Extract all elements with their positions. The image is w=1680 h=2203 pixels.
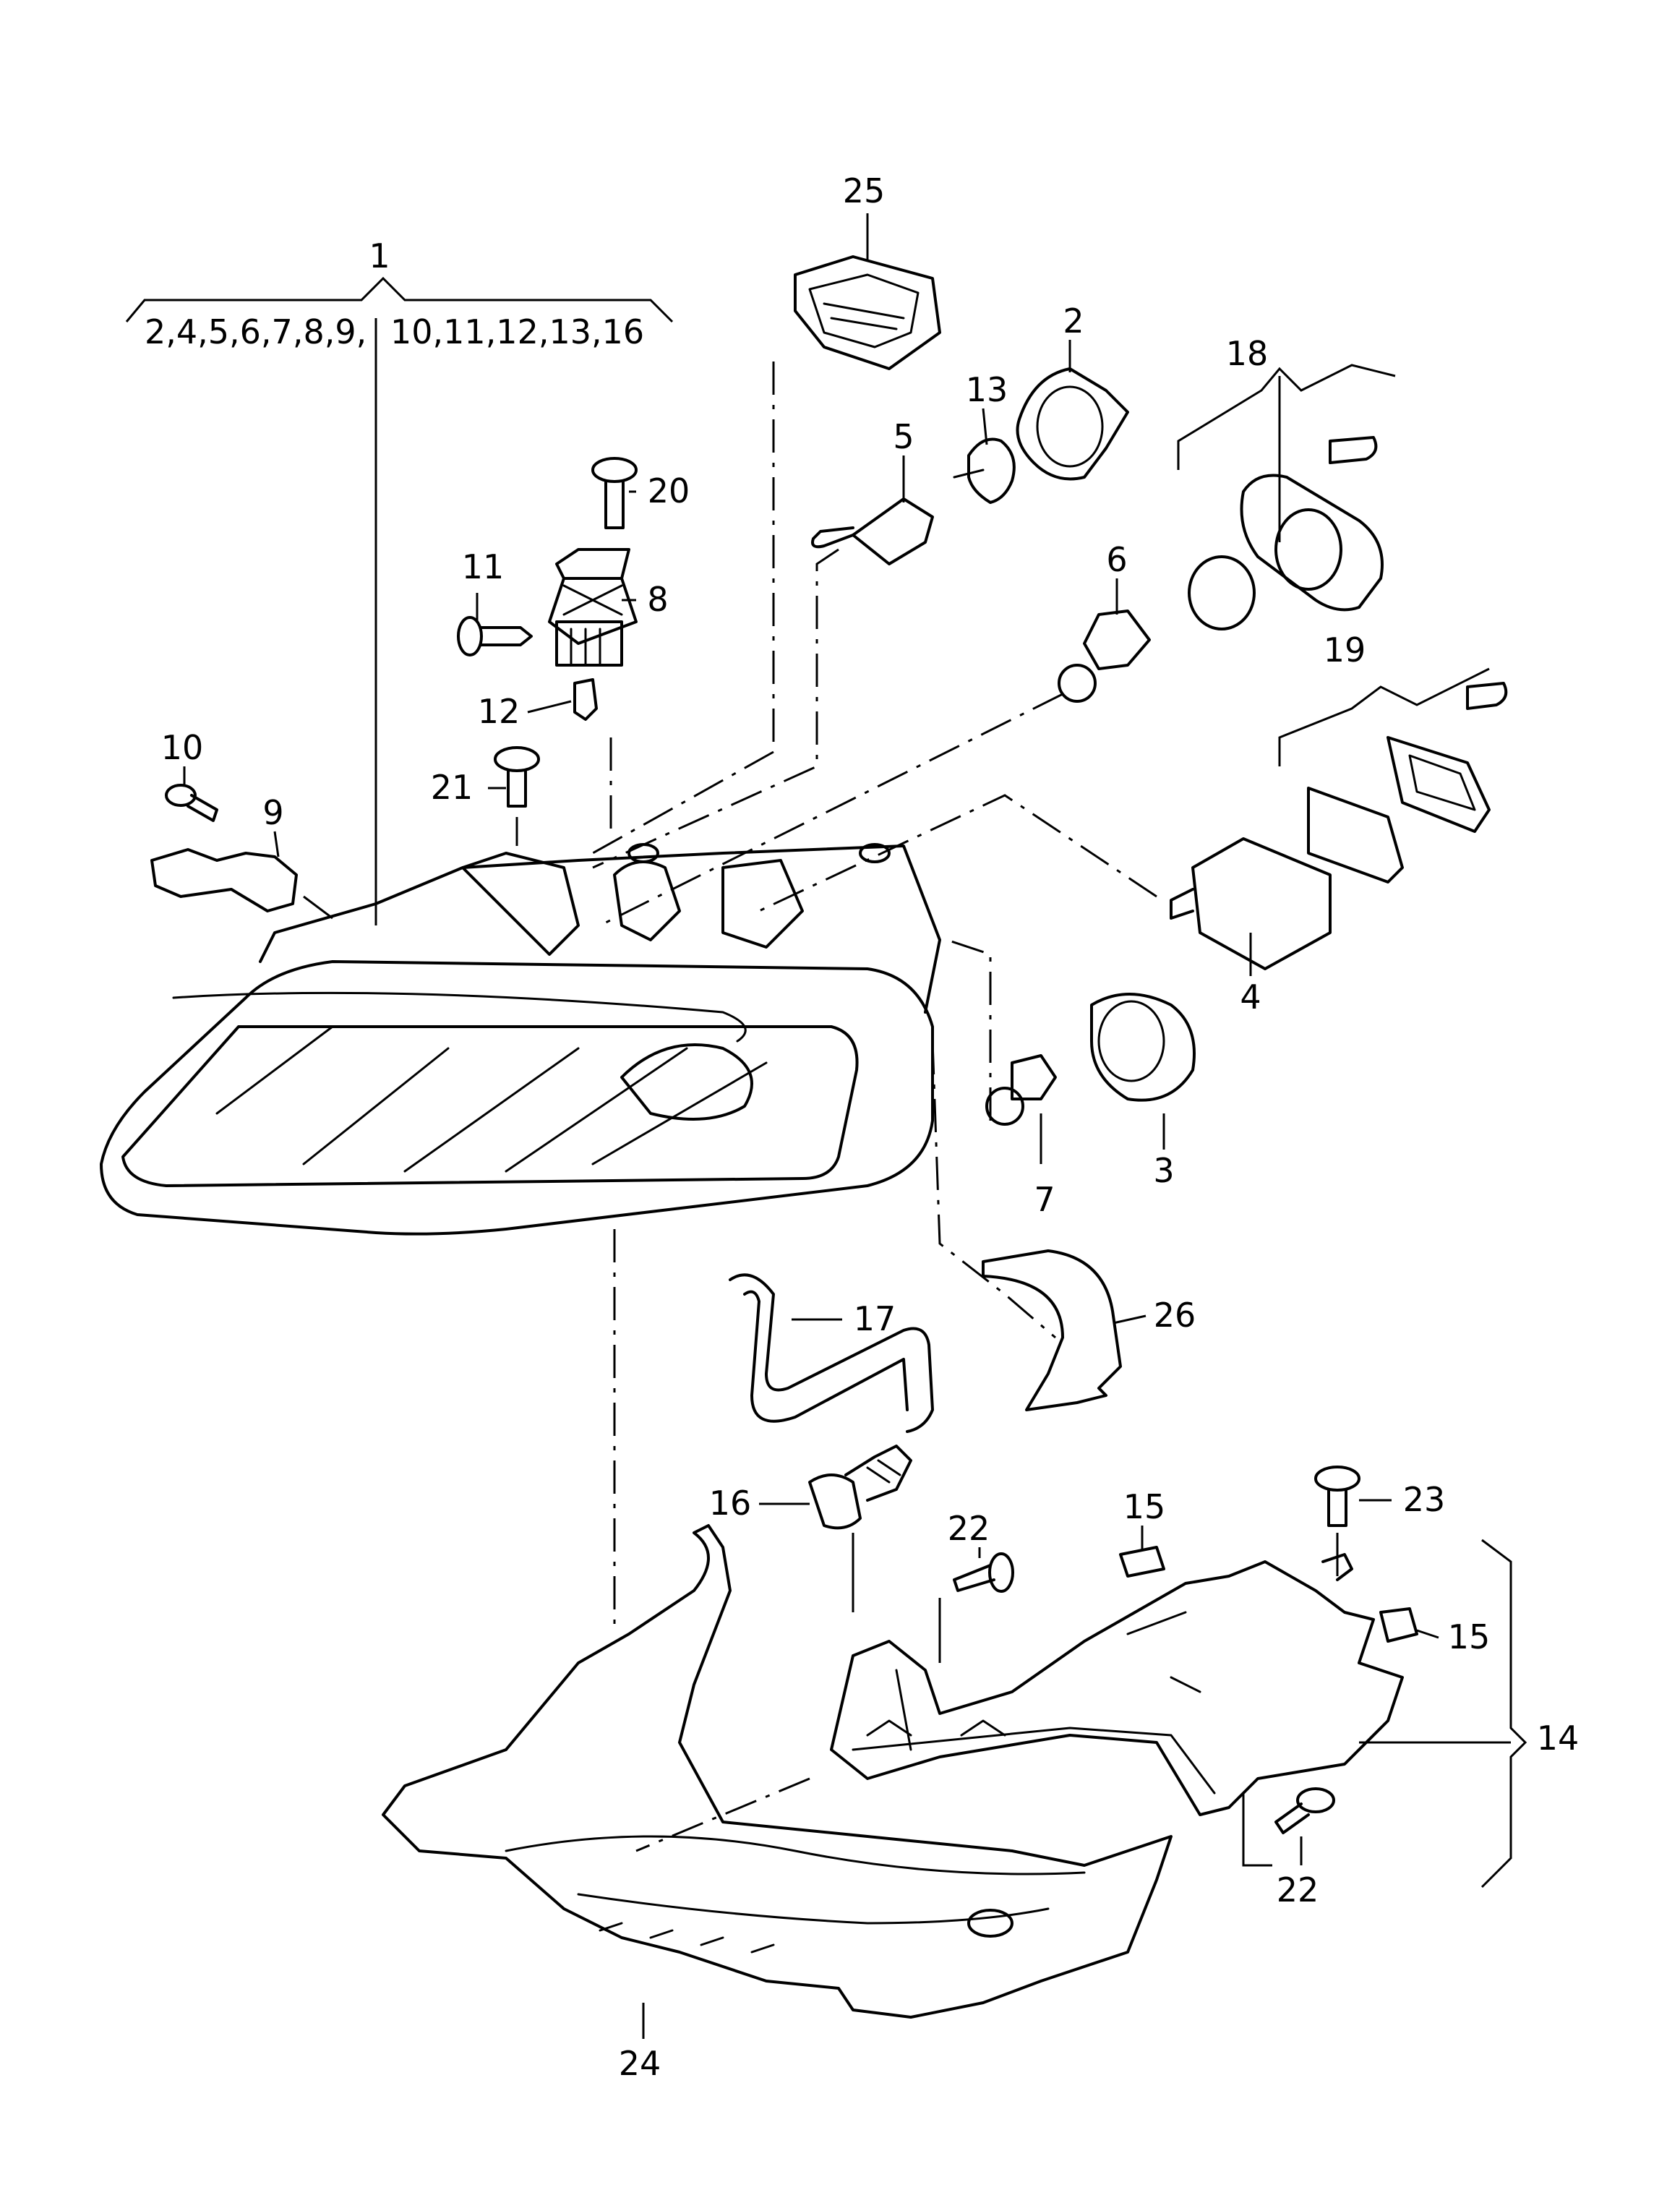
callout-5: 5 bbox=[893, 417, 914, 456]
callout-22b: 22 bbox=[1277, 1870, 1319, 1909]
bracket-14 bbox=[830, 1539, 1527, 1888]
callout-21: 21 bbox=[431, 768, 473, 807]
clip-15a bbox=[1119, 1546, 1165, 1578]
screw-11 bbox=[457, 616, 533, 656]
callout-9: 9 bbox=[262, 793, 283, 832]
mounting-plate-18 bbox=[1177, 364, 1396, 630]
screw-20 bbox=[591, 457, 638, 529]
callout-12: 12 bbox=[478, 692, 520, 731]
callout-8: 8 bbox=[647, 580, 668, 619]
group-list-right: 10,11,12,13,16 bbox=[390, 312, 644, 351]
lamp-module-4 bbox=[758, 794, 1332, 970]
cap-2 bbox=[1016, 367, 1129, 481]
callout-1: 1 bbox=[369, 236, 390, 275]
callout-6: 6 bbox=[1106, 540, 1127, 579]
bulb-5 bbox=[592, 497, 934, 869]
group-list-left: 2,4,5,6,7,8,9, bbox=[145, 312, 367, 351]
callout-26: 26 bbox=[1154, 1296, 1196, 1335]
clip-15b bbox=[1379, 1607, 1418, 1643]
clip-12 bbox=[573, 678, 612, 839]
assembly-group-bracket bbox=[125, 276, 674, 925]
screw-10 bbox=[165, 784, 218, 822]
bulb-7 bbox=[946, 938, 1057, 1126]
callout-19: 19 bbox=[1324, 630, 1366, 670]
callout-4: 4 bbox=[1240, 978, 1261, 1017]
adjuster-8 bbox=[548, 548, 638, 667]
callout-7: 7 bbox=[1034, 1180, 1055, 1219]
callout-11: 11 bbox=[462, 547, 505, 586]
callout-3: 3 bbox=[1153, 1151, 1174, 1190]
clip-9 bbox=[150, 848, 333, 920]
screw-21 bbox=[494, 746, 540, 846]
retainer-13 bbox=[953, 437, 1016, 504]
callout-18: 18 bbox=[1226, 334, 1269, 373]
callout-17: 17 bbox=[854, 1299, 896, 1338]
screw-22b bbox=[1274, 1787, 1335, 1834]
gasket-19 bbox=[1278, 667, 1508, 884]
screw-22a bbox=[938, 1552, 1014, 1663]
callout-24: 24 bbox=[619, 2044, 661, 2083]
callout-13: 13 bbox=[966, 370, 1008, 409]
callout-16: 16 bbox=[709, 1484, 752, 1523]
bulb-holder-6 bbox=[599, 609, 1151, 927]
callout-10: 10 bbox=[161, 728, 204, 767]
screw-23 bbox=[1314, 1466, 1360, 1576]
callout-20: 20 bbox=[648, 471, 690, 510]
seal-26 bbox=[931, 1040, 1122, 1411]
callout-25: 25 bbox=[843, 171, 886, 210]
leader-lines bbox=[183, 213, 1439, 1865]
cap-3 bbox=[1090, 993, 1196, 1102]
connector-25 bbox=[592, 255, 941, 855]
callout-14: 14 bbox=[1537, 1719, 1580, 1758]
headlight-housing bbox=[100, 843, 941, 1236]
callout-15a: 15 bbox=[1123, 1487, 1166, 1526]
connector-16 bbox=[808, 1445, 912, 1612]
cover-24 bbox=[382, 1229, 1173, 2039]
callout-2: 2 bbox=[1063, 301, 1084, 341]
hose-17 bbox=[729, 1273, 934, 1433]
callout-15b: 15 bbox=[1448, 1617, 1491, 1656]
callout-labels: 1 2 3 4 5 6 7 8 9 10 11 12 13 14 15 15 1… bbox=[145, 171, 1579, 2083]
callout-22a: 22 bbox=[948, 1509, 990, 1548]
callout-23: 23 bbox=[1403, 1480, 1446, 1519]
